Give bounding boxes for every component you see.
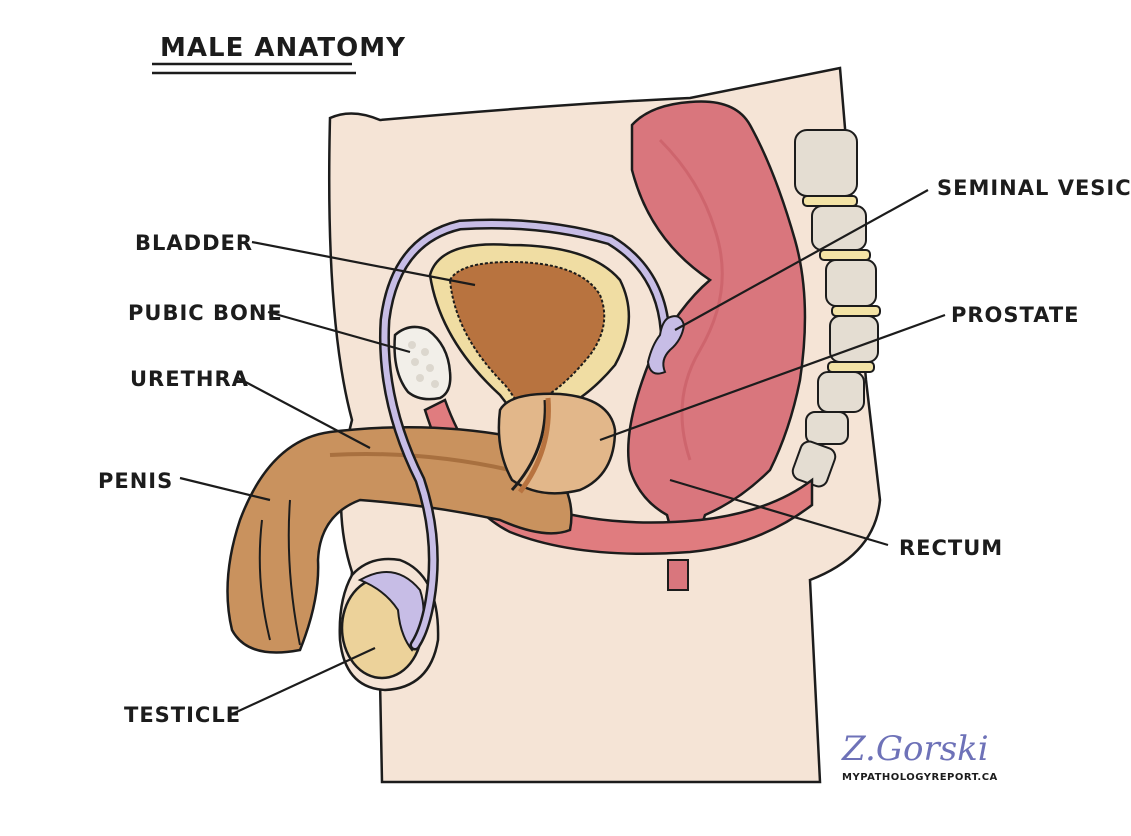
leader-pubic-bone	[267, 310, 411, 354]
anal-canal	[667, 559, 689, 591]
pubic-bone-texture	[408, 341, 439, 388]
penis	[226, 425, 573, 654]
rectum	[627, 100, 807, 547]
leader-seminal-vesicle	[674, 189, 929, 331]
label-seminal-vesicle: SEMINAL VESICLE	[937, 176, 1131, 200]
prostatic-urethra-fill	[518, 397, 551, 494]
leader-rectum	[669, 478, 889, 547]
label-bladder: BLADDER	[135, 231, 253, 255]
rectum-shading	[658, 138, 724, 461]
label-penis: PENIS	[98, 469, 173, 493]
penis-contour-1	[258, 519, 271, 641]
prostate	[497, 392, 617, 495]
label-urethra: URETHRA	[130, 367, 249, 391]
leader-penis	[179, 476, 271, 502]
label-rectum: RECTUM	[899, 536, 1003, 560]
label-testicle: TESTICLE	[124, 703, 241, 727]
leader-bladder	[251, 240, 476, 287]
leader-lines	[179, 189, 946, 716]
label-pubic-bone: PUBIC BONE	[128, 301, 283, 325]
leader-urethra	[237, 377, 371, 449]
signature: Z.Gorski	[841, 729, 989, 769]
label-prostate: PROSTATE	[951, 303, 1080, 327]
penile-urethra	[329, 452, 511, 472]
diagram-title: MALE ANATOMY	[160, 33, 406, 63]
prostatic-urethra	[510, 399, 547, 492]
leader-testicle	[229, 647, 376, 716]
sacrum-spine	[791, 129, 881, 488]
penis-contour-2	[287, 499, 301, 646]
bladder	[448, 260, 606, 441]
credit-site: MYPATHOLOGYREPORT.CA	[842, 772, 998, 783]
leader-prostate	[599, 313, 946, 442]
vas-deferens-fill	[381, 221, 668, 648]
epididymis	[357, 571, 425, 652]
